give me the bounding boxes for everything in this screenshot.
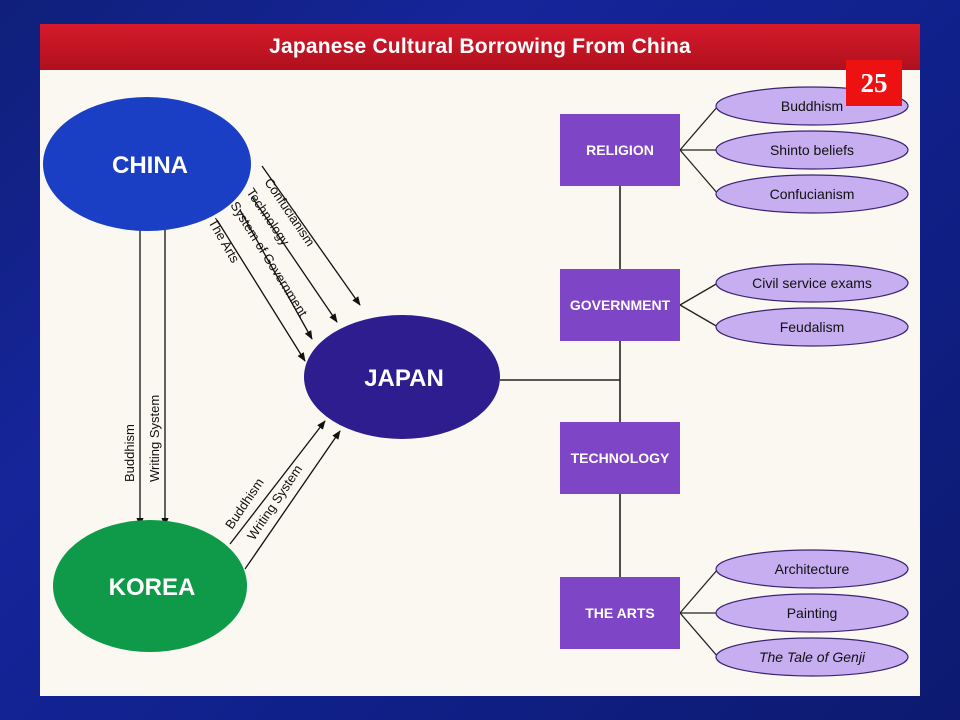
arrow-technology <box>251 196 338 323</box>
item-oval-painting <box>715 593 909 633</box>
korea-label: KOREA <box>109 574 196 601</box>
branch-line-religion-2 <box>679 149 719 195</box>
item-oval-shinto-beliefs <box>715 130 909 170</box>
category-label-technology: TECHNOLOGY <box>571 450 670 466</box>
category-box-the-arts <box>560 577 680 649</box>
item-label-civil-service-exams: Civil service exams <box>752 275 872 291</box>
item-label-feudalism: Feudalism <box>780 319 845 335</box>
arrow-korea-japan-writing <box>244 430 341 570</box>
japan-label: JAPAN <box>364 365 444 392</box>
china-label: CHINA <box>112 152 188 179</box>
item-oval-the-tale-of-genji <box>715 637 909 677</box>
branch-line-government-1 <box>679 304 719 328</box>
category-label-the-arts: THE ARTS <box>585 605 654 621</box>
category-box-technology <box>560 422 680 494</box>
category-box-government <box>560 269 680 341</box>
item-oval-feudalism <box>715 307 909 347</box>
category-label-government: GOVERNMENT <box>570 297 671 313</box>
item-label-the-tale-of-genji: The Tale of Genji <box>759 649 866 665</box>
branch-line-the-arts-2 <box>679 612 719 658</box>
item-label-confucianism: Confucianism <box>770 186 855 202</box>
branch-line-religion-0 <box>679 105 719 151</box>
item-label-buddhism: Buddhism <box>781 98 843 114</box>
slide-title: Japanese Cultural Borrowing From China <box>40 24 920 70</box>
branch-line-the-arts-0 <box>679 568 719 614</box>
edge-label-china-korea-writing: Writing System <box>147 395 162 482</box>
slide-number: 25 <box>846 60 902 106</box>
item-oval-civil-service-exams <box>715 263 909 303</box>
arrow-korea-japan-buddhism <box>229 420 326 545</box>
arrow-confucianism <box>261 165 361 306</box>
branch-line-government-0 <box>679 282 719 306</box>
china-node <box>43 97 251 231</box>
item-oval-architecture <box>715 549 909 589</box>
item-oval-confucianism <box>715 174 909 214</box>
arrow-the-arts <box>216 219 306 362</box>
arrow-system-of-government <box>239 209 313 340</box>
japan-node <box>304 315 500 439</box>
diagram: Confucianism Technology System of Govern… <box>43 86 909 677</box>
item-label-shinto-beliefs: Shinto beliefs <box>770 142 854 158</box>
category-label-religion: RELIGION <box>586 142 654 158</box>
item-label-painting: Painting <box>787 605 838 621</box>
slide-frame: Japanese Cultural Borrowing From China C… <box>40 24 920 696</box>
category-box-religion <box>560 114 680 186</box>
edge-label-the-arts: The Arts <box>205 216 242 266</box>
item-label-architecture: Architecture <box>775 561 850 577</box>
korea-node <box>53 520 247 652</box>
edge-label-china-korea-buddhism: Buddhism <box>122 424 137 482</box>
